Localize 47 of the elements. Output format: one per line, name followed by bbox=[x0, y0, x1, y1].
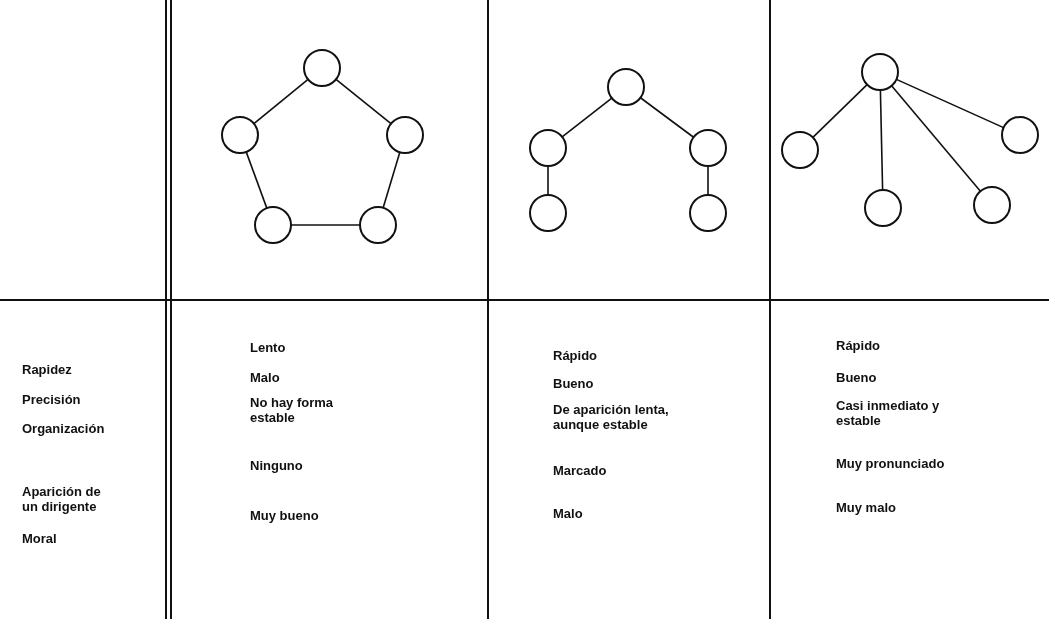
connector-line bbox=[879, 89, 884, 191]
table-cell-text: Bueno bbox=[553, 376, 595, 391]
network-node-circle bbox=[864, 189, 902, 227]
table-cell-text: Rápido bbox=[553, 348, 599, 363]
table-cell-text: Marcado bbox=[553, 463, 608, 478]
table-cell-text: Lento bbox=[250, 340, 287, 355]
table-cell-text: Muy bueno bbox=[250, 508, 320, 523]
connector-line bbox=[639, 96, 695, 139]
table-cell-text: Bueno bbox=[836, 370, 878, 385]
connector-line bbox=[335, 78, 392, 125]
row-header: Rapidez bbox=[22, 362, 73, 377]
connector-line bbox=[890, 84, 982, 193]
table-cell-text: Ninguno bbox=[250, 458, 304, 473]
connector-line bbox=[895, 78, 1005, 129]
row-header: Precisión bbox=[22, 392, 82, 407]
network-node-circle bbox=[254, 206, 292, 244]
network-node-circle bbox=[1001, 116, 1039, 154]
network-node-circle bbox=[607, 68, 645, 106]
table-cell-text: Malo bbox=[250, 370, 281, 385]
network-node-circle bbox=[689, 129, 727, 167]
row-header: Moral bbox=[22, 531, 58, 546]
network-node-circle bbox=[221, 116, 259, 154]
network-node-circle bbox=[781, 131, 819, 169]
network-node-circle bbox=[861, 53, 899, 91]
network-node-circle bbox=[973, 186, 1011, 224]
table-cell-text: De aparición lenta, aunque estable bbox=[553, 402, 670, 432]
connector-line bbox=[253, 78, 309, 125]
row-header: Aparición de un dirigente bbox=[22, 484, 102, 514]
row-header: Organización bbox=[22, 421, 106, 436]
connector-line bbox=[561, 97, 613, 138]
table-cell-text: Rápido bbox=[836, 338, 882, 353]
network-node-circle bbox=[303, 49, 341, 87]
table-cell-text: Malo bbox=[553, 506, 584, 521]
connector-line bbox=[707, 165, 709, 196]
connector-line bbox=[245, 151, 268, 209]
network-node-circle bbox=[386, 116, 424, 154]
table-cell-text: Muy pronunciado bbox=[836, 456, 946, 471]
connector-line bbox=[547, 165, 549, 196]
table-cell-text: Muy malo bbox=[836, 500, 897, 515]
network-node-circle bbox=[529, 129, 567, 167]
network-node-circle bbox=[359, 206, 397, 244]
network-node-circle bbox=[689, 194, 727, 232]
network-node-circle bbox=[529, 194, 567, 232]
table-cell-text: No hay forma estable bbox=[250, 395, 335, 425]
connector-line bbox=[812, 83, 868, 139]
connector-line bbox=[382, 151, 401, 209]
table-cell-text: Casi inmediato y estable bbox=[836, 398, 941, 428]
